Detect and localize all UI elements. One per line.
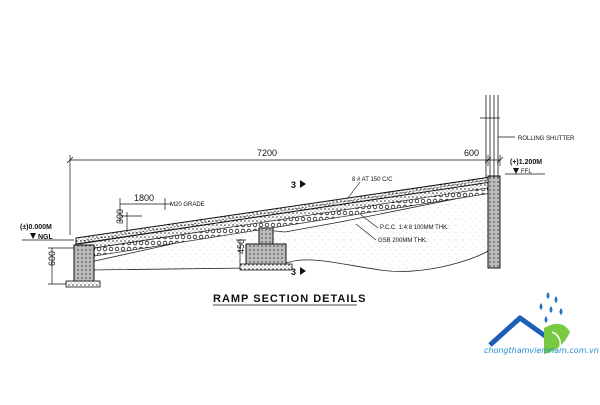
gsb-label: GSB 200MM THK. bbox=[378, 238, 428, 244]
level-top-marker bbox=[513, 168, 519, 174]
dimension-mid bbox=[236, 239, 246, 264]
dimension-slab bbox=[119, 198, 172, 232]
right-wall bbox=[487, 175, 501, 269]
dimension-top bbox=[66, 155, 504, 235]
mid-footing-base bbox=[239, 263, 293, 271]
level-bottom: (±)0.000M bbox=[20, 224, 52, 231]
rolling-shutter bbox=[480, 95, 500, 178]
umbrella-icon bbox=[544, 323, 570, 354]
dimension-left bbox=[48, 247, 74, 285]
pcc-leader bbox=[359, 213, 379, 229]
watermark-logo: chongthamviemnam.com.vn bbox=[484, 292, 599, 355]
rebar-leader bbox=[347, 181, 361, 199]
rebar-label: 8 # AT 150 C/C bbox=[352, 177, 393, 183]
section-arrow-bottom bbox=[300, 267, 306, 275]
raindrops-icon bbox=[539, 292, 563, 323]
dim-7200: 7200 bbox=[257, 148, 277, 158]
dim-300: 300 bbox=[115, 209, 125, 224]
mid-footing bbox=[245, 243, 287, 267]
left-footing-base bbox=[65, 280, 101, 288]
house-roof-icon bbox=[488, 315, 550, 347]
section-mark-top: 3 bbox=[291, 180, 296, 190]
dim-450: 450 bbox=[236, 239, 246, 254]
level-bottom-tag: NGL bbox=[38, 234, 54, 241]
watermark-text: chongthamviemnam.com.vn bbox=[484, 346, 599, 355]
level-top: (+)1.200M bbox=[510, 159, 542, 166]
level-top-tag: FFL bbox=[521, 169, 532, 175]
rolling-shutter-label: ROLLING SHUTTER bbox=[518, 136, 575, 142]
level-bottom-marker bbox=[30, 233, 36, 239]
section-arrow-top bbox=[300, 180, 306, 188]
pcc-label: P.C.C. 1:4:8 100MM THK. bbox=[380, 225, 449, 231]
gsb-leader bbox=[355, 223, 377, 241]
dim-600-left: 600 bbox=[47, 251, 57, 266]
grade-label: M20 GRADE bbox=[170, 202, 205, 208]
section-mark-bottom: 3 bbox=[291, 267, 296, 277]
drawing-title: RAMP SECTION DETAILS bbox=[213, 293, 366, 305]
left-footing bbox=[73, 244, 95, 284]
dim-1800: 1800 bbox=[134, 193, 154, 203]
dim-600-top: 600 bbox=[464, 148, 479, 158]
